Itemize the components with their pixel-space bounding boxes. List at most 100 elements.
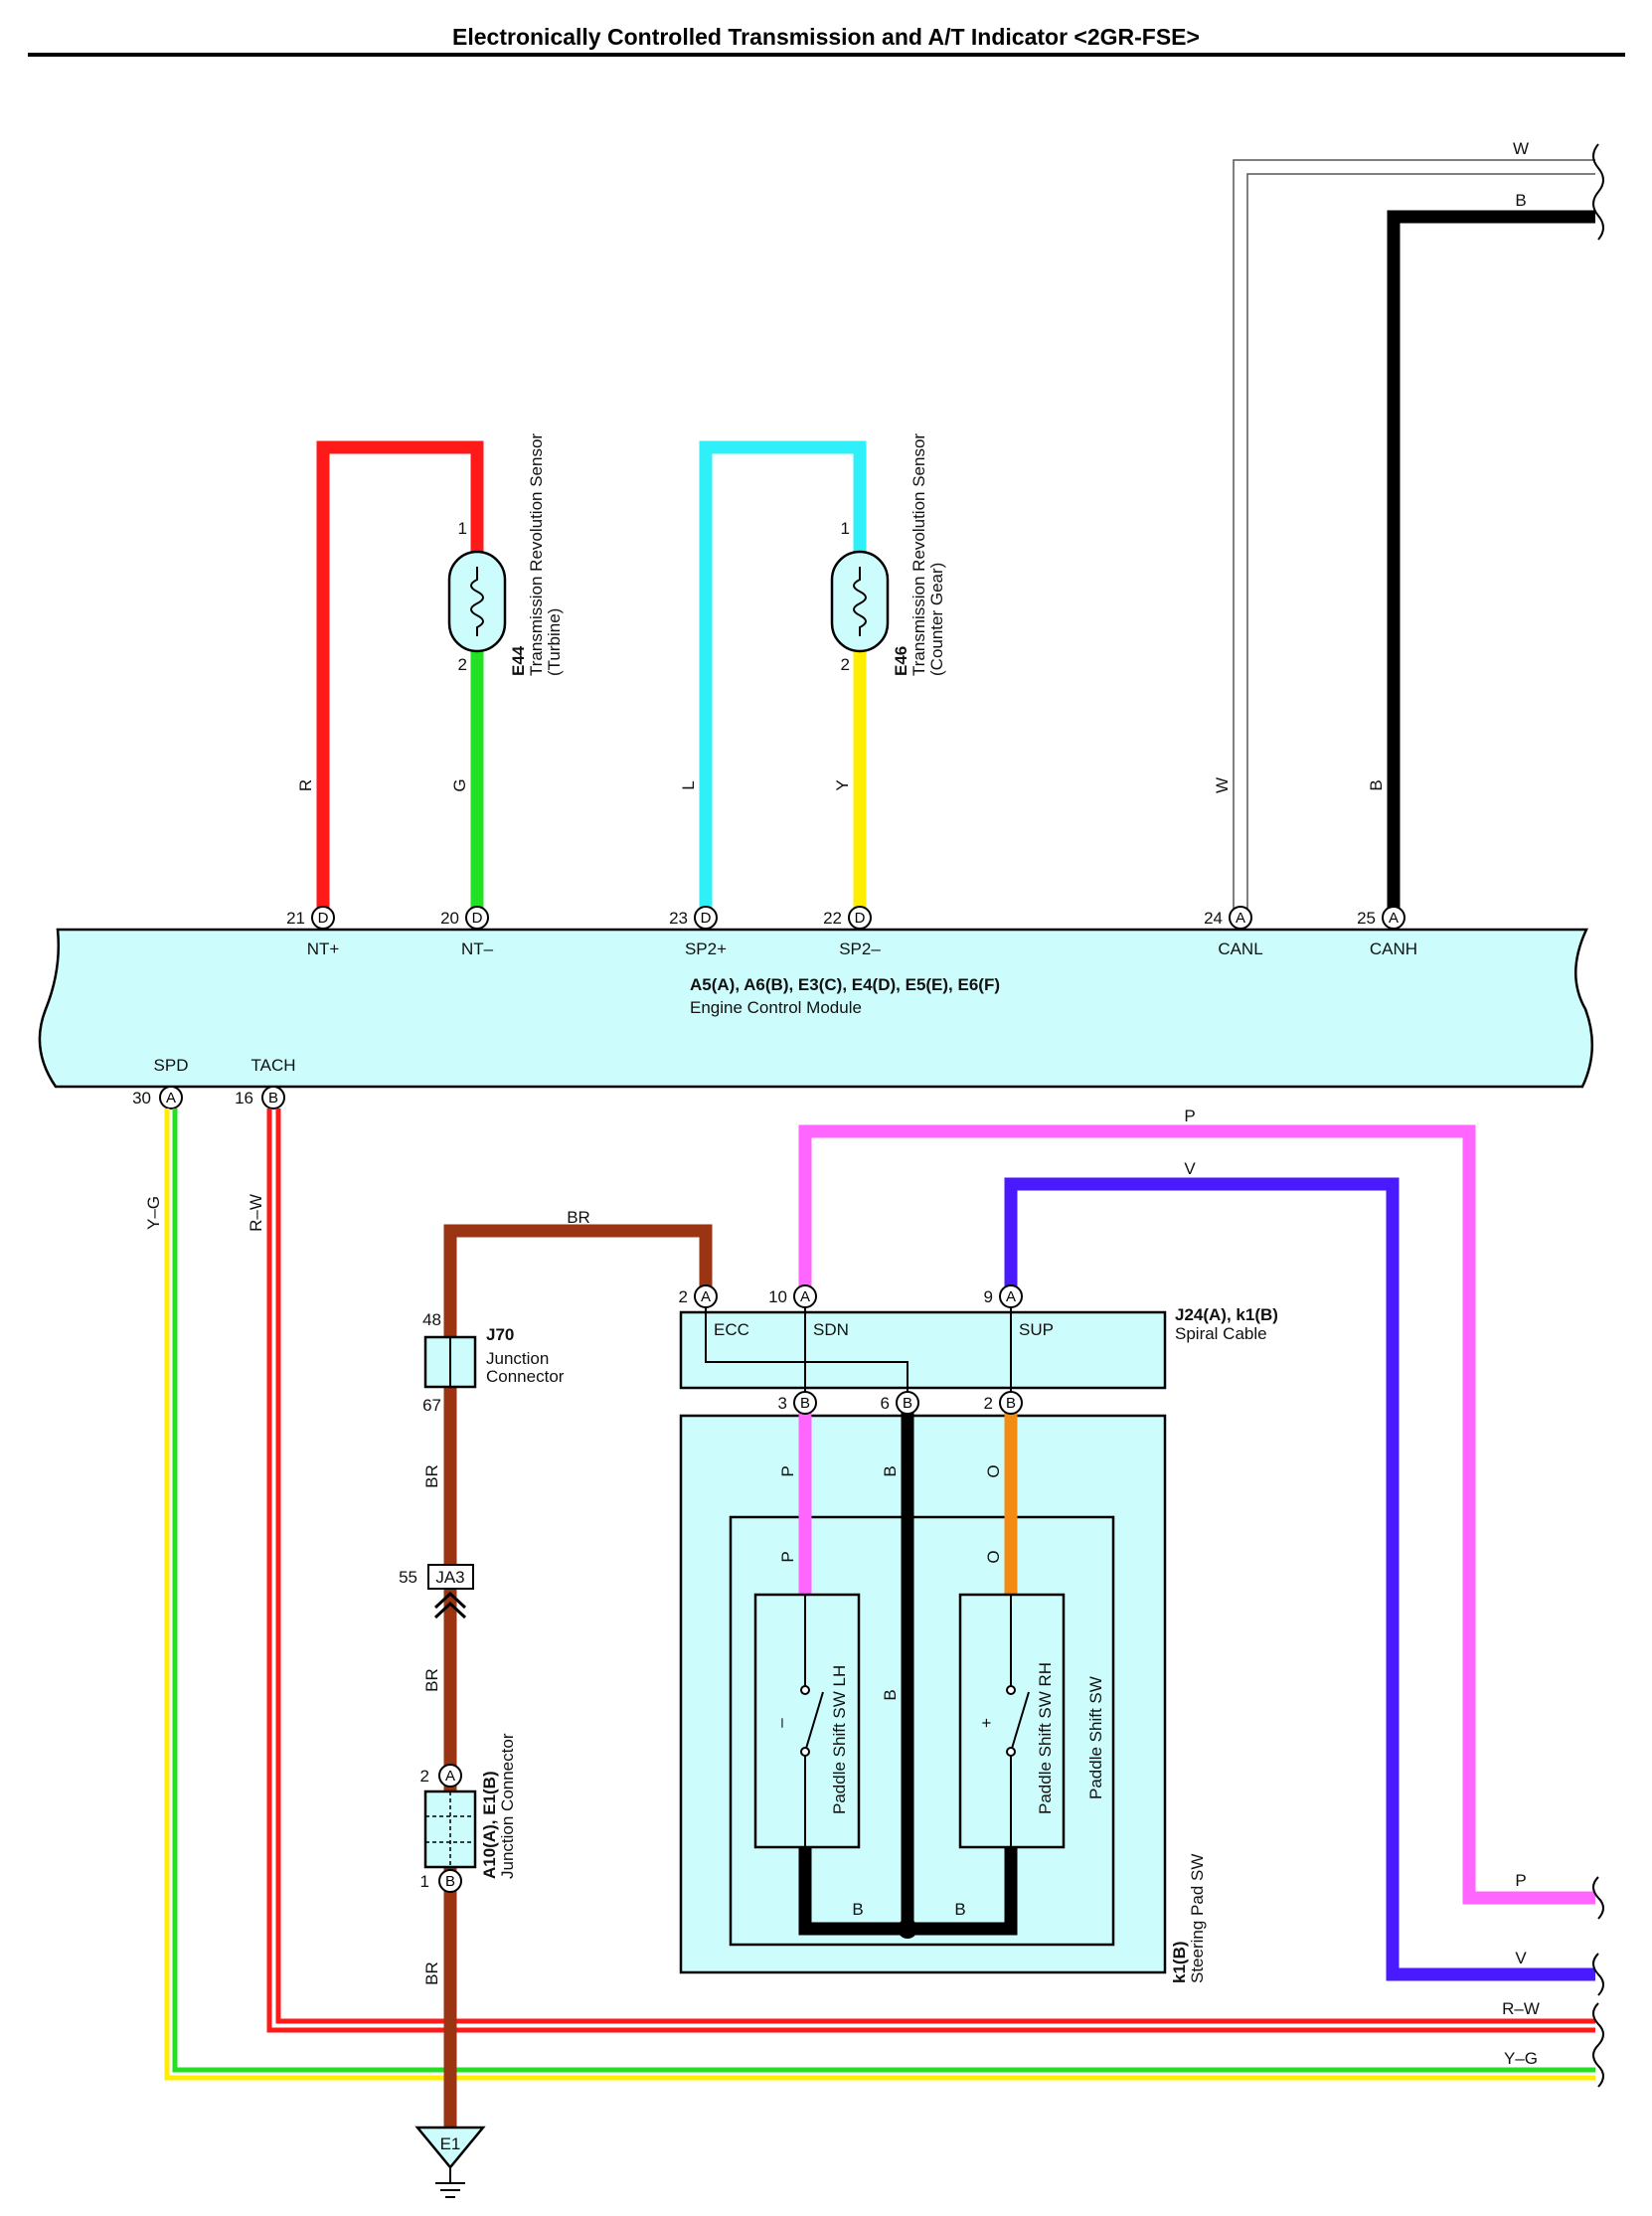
label-wire-b-top: B: [1515, 191, 1526, 210]
svg-text:20: 20: [440, 909, 459, 928]
ecm-pin-spd: A 30 SPD: [132, 1056, 189, 1109]
label-wire-yg-right: Y–G: [1504, 2049, 1538, 2068]
label-b-inner-1: B: [881, 1465, 900, 1476]
ground-e1-id: E1: [440, 2134, 461, 2153]
ecm-connectors: A5(A), A6(B), E3(C), E4(D), E5(E), E6(F): [690, 975, 1000, 994]
svg-text:D: D: [701, 910, 712, 927]
paddle-shift-sw-lh: – Paddle Shift SW LH: [753, 1593, 861, 1849]
label-wire-yg: Y–G: [144, 1196, 163, 1230]
ecm-name: Engine Control Module: [690, 998, 862, 1017]
connector-ja3: JA3 55: [399, 1564, 474, 1619]
spiral-label-ecc: ECC: [714, 1320, 749, 1339]
spiral-pin-10a: A 10: [768, 1284, 817, 1308]
svg-text:CANL: CANL: [1218, 939, 1262, 958]
label-wire-p-right: P: [1515, 1871, 1526, 1890]
e44-pin1: 1: [458, 519, 467, 538]
spiral-label-sdn: SDN: [813, 1320, 849, 1339]
svg-text:2: 2: [420, 1767, 429, 1786]
svg-text:A: A: [1006, 1288, 1016, 1305]
label-wire-g: G: [450, 778, 469, 791]
label-wire-v-right: V: [1515, 1949, 1527, 1967]
steering-name: Steering Pad SW: [1188, 1854, 1207, 1983]
svg-text:2: 2: [984, 1394, 993, 1413]
svg-text:D: D: [855, 910, 866, 927]
label-wire-br-3: BR: [422, 1961, 441, 1985]
svg-text:16: 16: [235, 1089, 253, 1108]
svg-text:A: A: [1389, 910, 1399, 927]
svg-text:NT+: NT+: [307, 939, 340, 958]
spiral-pin-2a: A 2: [679, 1284, 718, 1308]
svg-text:21: 21: [286, 909, 305, 928]
e46-pin2: 2: [841, 655, 850, 674]
label-wire-l: L: [679, 780, 698, 789]
spiral-label-sup: SUP: [1019, 1320, 1054, 1339]
svg-text:3: 3: [778, 1394, 787, 1413]
label-o-inner-2: O: [984, 1550, 1003, 1563]
svg-text:D: D: [472, 910, 483, 927]
svg-text:D: D: [318, 910, 329, 927]
paddle-shift-sw-label: Paddle Shift SW: [1086, 1676, 1105, 1799]
continuation-mark-bottom: [1592, 1876, 1604, 2088]
wire-b-canh: [1387, 210, 1595, 913]
label-p-inner-2: P: [778, 1551, 797, 1562]
e46-pin1: 1: [841, 519, 850, 538]
svg-text:25: 25: [1357, 909, 1376, 928]
rh-sign: +: [977, 1718, 996, 1728]
svg-text:6: 6: [881, 1394, 890, 1413]
label-b-inner-2: B: [881, 1689, 900, 1700]
svg-text:A: A: [1236, 910, 1245, 927]
wire-br: [443, 1224, 713, 2128]
j70-id: J70: [486, 1325, 514, 1344]
svg-text:SPD: SPD: [154, 1056, 189, 1075]
ja3-pin: 55: [399, 1568, 417, 1587]
svg-text:A: A: [445, 1768, 455, 1785]
svg-text:22: 22: [823, 909, 842, 928]
paddle-shift-sw-rh: + Paddle Shift SW RH: [958, 1593, 1066, 1849]
svg-text:10: 10: [768, 1287, 787, 1306]
wire-y-g: [164, 1108, 1595, 2081]
continuation-mark-top: [1592, 143, 1604, 241]
label-wire-w-top: W: [1513, 139, 1529, 158]
spiral-pin-9a: A 9: [984, 1284, 1023, 1308]
svg-text:B: B: [903, 1395, 912, 1412]
spiral-pin-2b: B 2: [984, 1391, 1023, 1415]
spiral-cable: ECC SDN SUP J24(A), k1(B) Spiral Cable: [679, 1302, 1278, 1392]
spiral-pin-6b: B 6: [881, 1391, 919, 1415]
e46-name: Transmission Revolution Sensor: [909, 433, 928, 676]
label-wire-rw-right: R–W: [1502, 1999, 1540, 2018]
svg-text:9: 9: [984, 1287, 993, 1306]
label-b-bottom-left: B: [852, 1900, 863, 1919]
svg-text:B: B: [800, 1395, 810, 1412]
svg-text:B: B: [445, 1873, 455, 1890]
e46-sub: (Counter Gear): [927, 563, 946, 676]
j70-line2: Connector: [486, 1367, 565, 1386]
svg-text:2: 2: [679, 1287, 688, 1306]
label-wire-y: Y: [833, 779, 852, 790]
ecm-pin-tach: B 16 TACH: [235, 1056, 296, 1109]
e44-pin2: 2: [458, 655, 467, 674]
svg-text:B: B: [268, 1090, 278, 1107]
ecm-pin-nt-plus: D 21 NT+: [286, 906, 340, 958]
svg-text:B: B: [1006, 1395, 1016, 1412]
wire-r: [316, 440, 484, 913]
e44-sub: (Turbine): [545, 608, 564, 676]
svg-text:24: 24: [1204, 909, 1223, 928]
splice-point: [898, 1919, 917, 1939]
svg-text:A: A: [701, 1288, 711, 1305]
spiral-id: J24(A), k1(B): [1175, 1305, 1278, 1324]
j70-line1: Junction: [486, 1349, 549, 1368]
label-wire-br-top: BR: [567, 1208, 590, 1227]
junction-j70: 48 67 J70 Junction Connector: [422, 1310, 565, 1415]
label-wire-br-1: BR: [422, 1464, 441, 1488]
wire-v: [1004, 1177, 1595, 1981]
j70-pin-bottom: 67: [422, 1396, 441, 1415]
spiral-name: Spiral Cable: [1175, 1324, 1267, 1343]
wire-r-w: [266, 1108, 1595, 2033]
svg-text:TACH: TACH: [250, 1056, 295, 1075]
svg-text:NT–: NT–: [461, 939, 494, 958]
label-b-bottom-right: B: [954, 1900, 965, 1919]
svg-text:30: 30: [132, 1089, 151, 1108]
wire-w: [1233, 159, 1595, 913]
e44-name: Transmission Revolution Sensor: [527, 433, 546, 676]
